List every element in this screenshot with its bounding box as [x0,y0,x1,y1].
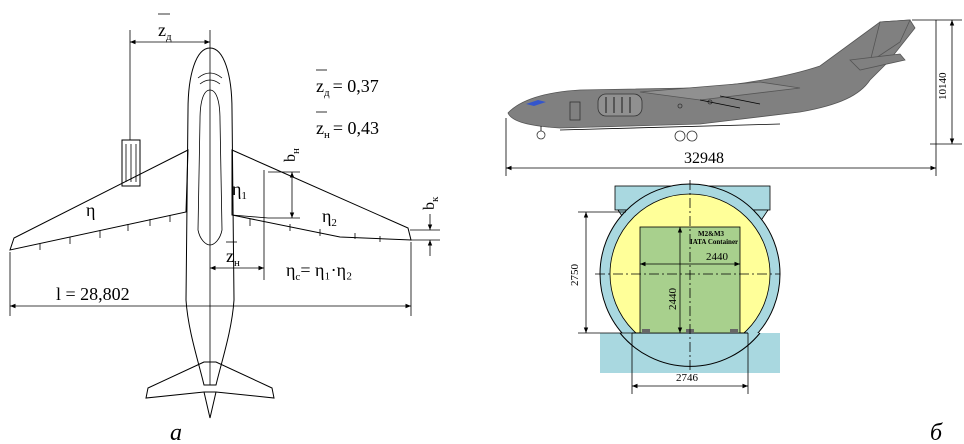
panel-label-b: б [930,420,943,444]
zn-label: zн [226,246,240,269]
cabin-outline [197,89,223,246]
section-height-label: 2750 [569,264,581,287]
cockpit-window-side [526,100,546,106]
tail-cone [203,391,217,419]
zd-label: zд [158,20,172,43]
right-wing [231,149,412,241]
left-wing [9,149,189,251]
container-title-2: IATA Container [690,238,738,246]
fuselage-cross-section: M2&M3 IATA Container 2440 2440 2750 2746… [569,180,943,444]
zn-equation: zн= 0,43 [316,118,379,141]
bk-label: bк [421,196,441,210]
engine-side [597,93,643,117]
container-height-label: 2440 [667,288,679,311]
flap-ticks-right [249,219,381,242]
panel-label-a: а [170,420,182,444]
bn-label: bн [282,148,302,162]
zd-equation: zд= 0,37 [316,76,379,99]
eta1-label: η1 [232,179,247,202]
fuselage-side [507,19,916,129]
floor-width-label: 2746 [676,372,699,384]
engine-nacelle-left [121,139,141,187]
eta-label: η [86,200,95,220]
container-width-label: 2440 [706,251,729,263]
container-title-1: M2&M3 [698,230,725,238]
flap-ticks-left [39,215,171,250]
side-view-aircraft: 32948 10140 [505,19,962,176]
height-label: 10140 [937,72,949,100]
length-label: 32948 [684,150,724,167]
top-view-aircraft: zд zд= 0,37 zн= 0,43 η η1 η2 bн [9,13,441,444]
eta2-label: η2 [322,206,337,229]
eta-c-equation: ηс= η₁·η₂ [286,260,352,283]
span-label: l = 28,802 [56,284,130,304]
